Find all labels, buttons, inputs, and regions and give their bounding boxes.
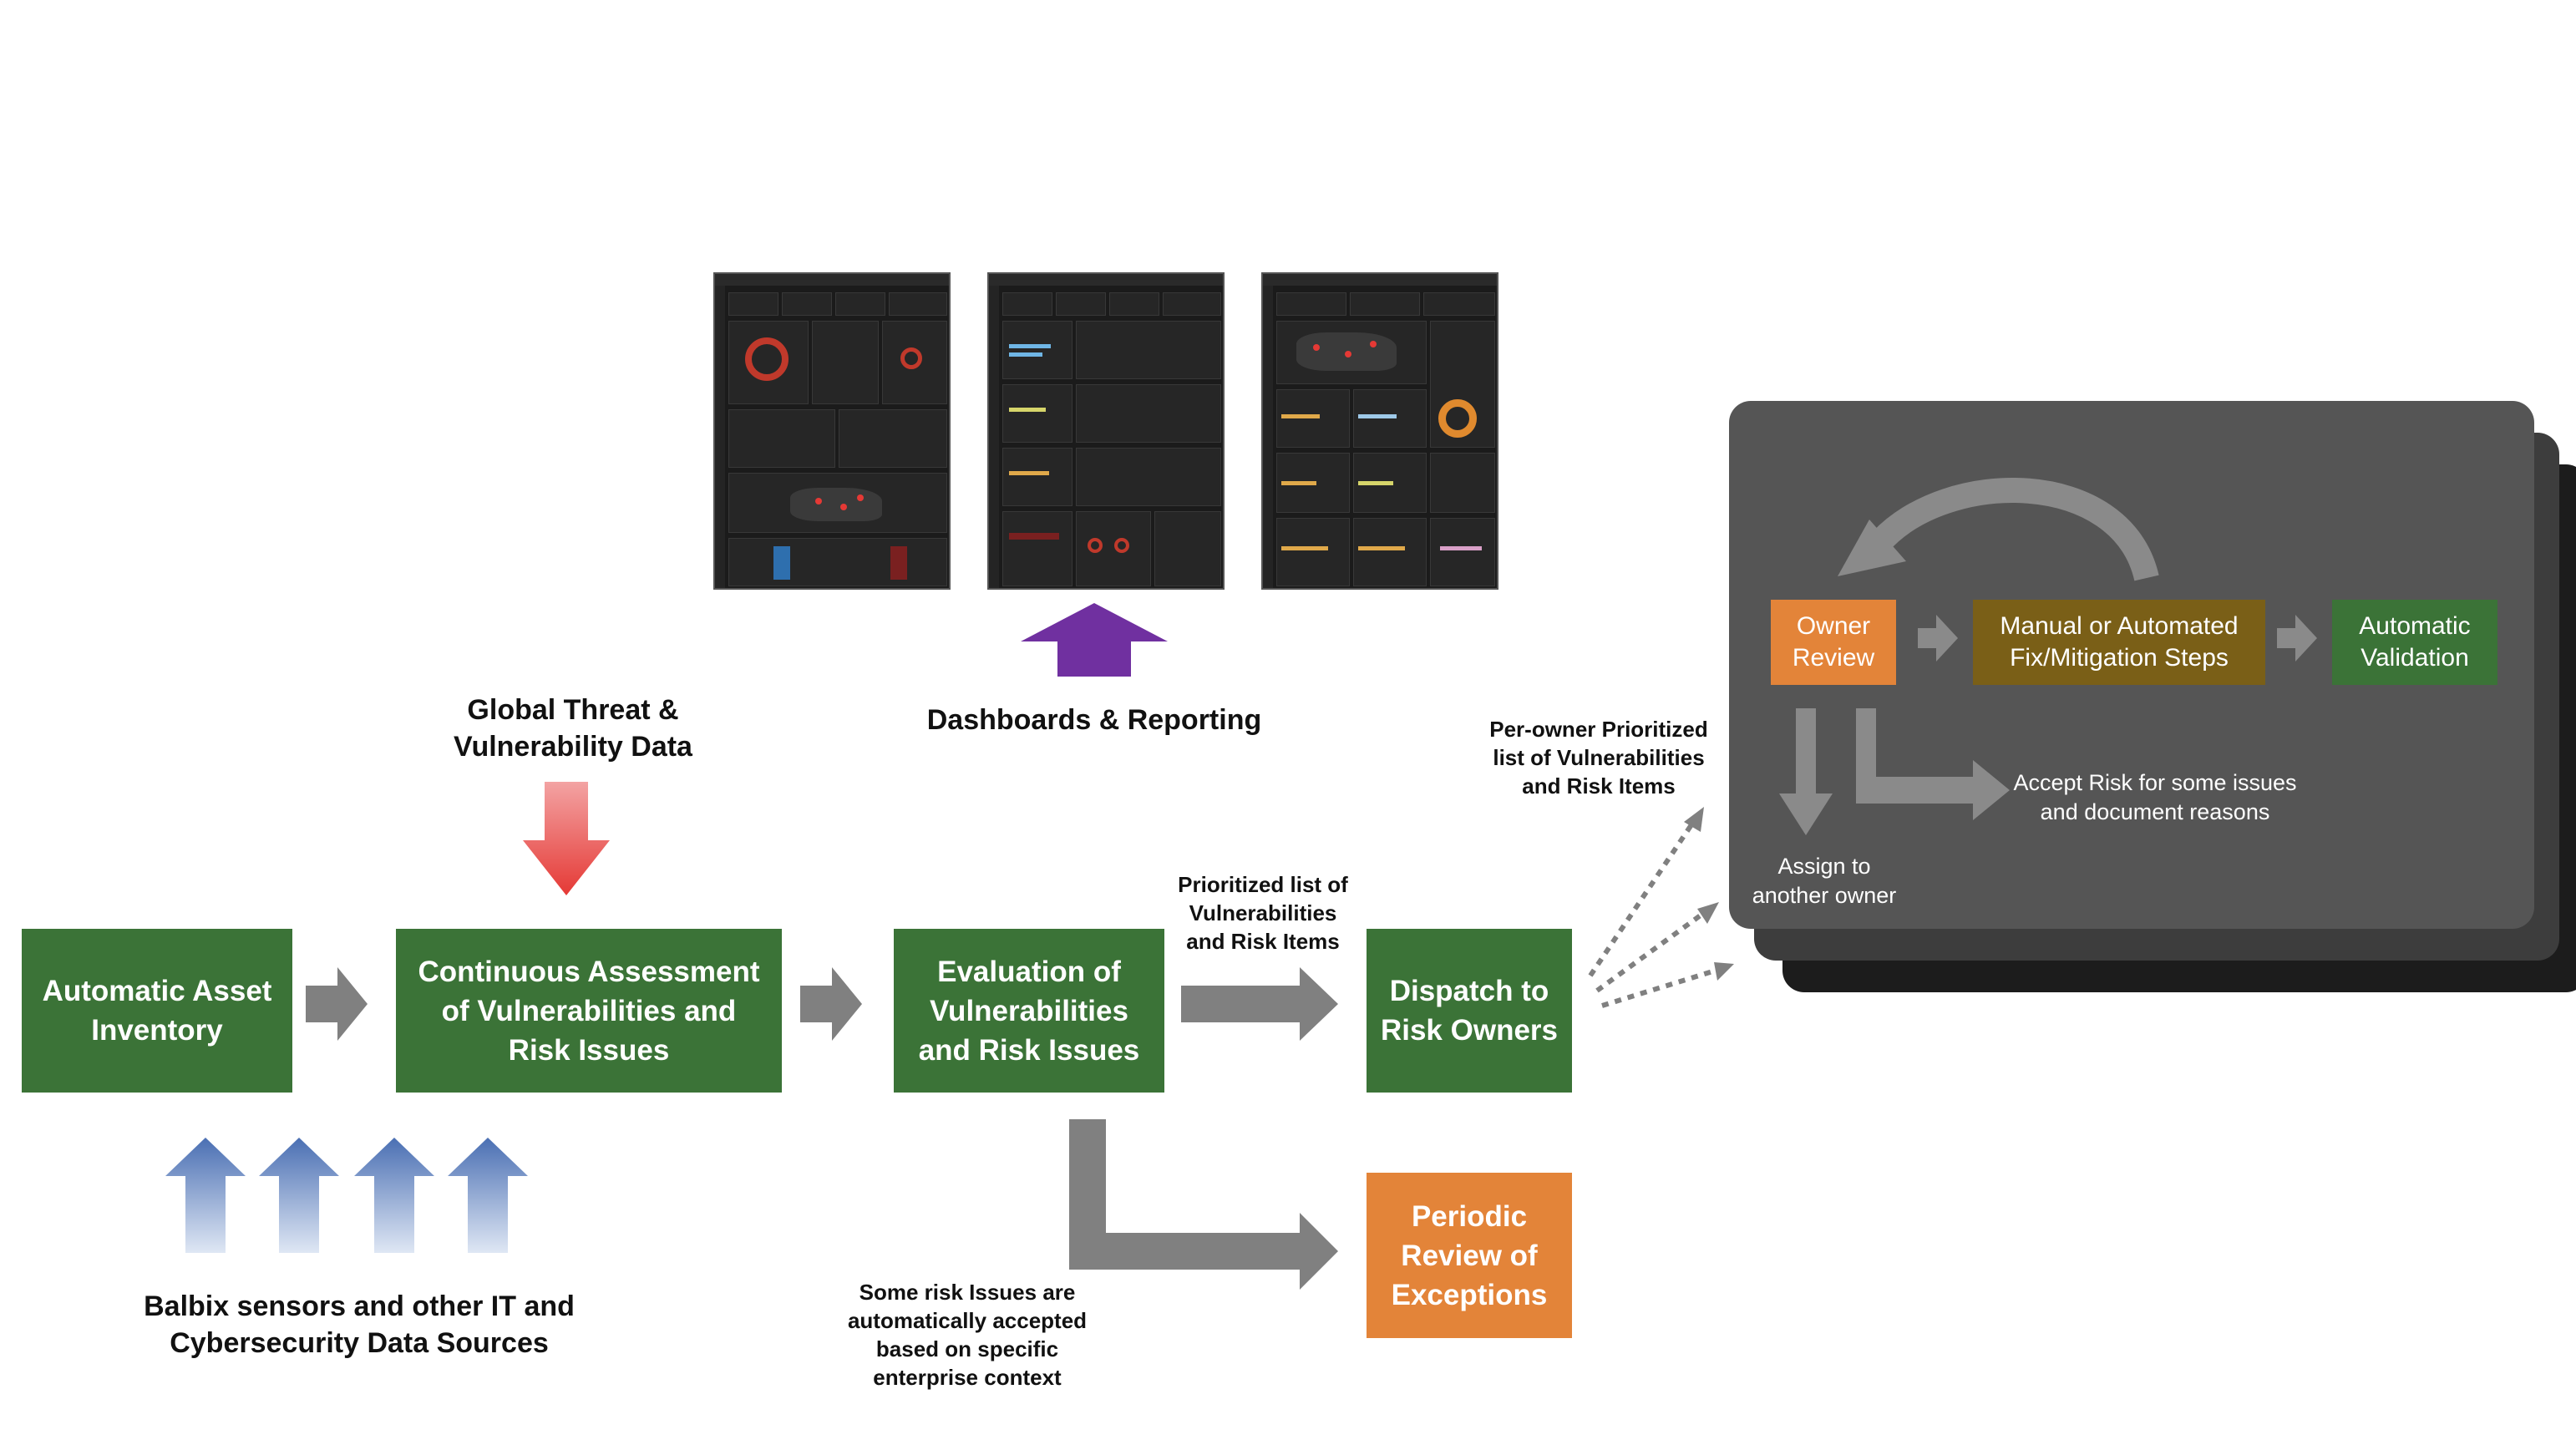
dispatch-label: Dispatch to Risk Owners (1380, 975, 1559, 1047)
fix-steps-box: Manual or Automated Fix/Mitigation Steps (1973, 600, 2265, 685)
global-threat-label: Global Threat & Vulnerability Data (454, 694, 692, 763)
dashboards-label: Dashboards & Reporting (926, 704, 1262, 736)
per-owner-list-label: Per-owner Prioritized list of Vulnerabil… (1489, 717, 1708, 799)
arrow-inventory-to-assessment (306, 967, 368, 1041)
evaluation-label: Evaluation of Vulnerabilities and Risk I… (918, 955, 1140, 1067)
assign-owner-label: Assign to another owner (1752, 854, 1897, 908)
dashboard-screenshot-2 (987, 272, 1225, 590)
arrow-evaluation-to-dispatch (1181, 967, 1338, 1041)
validation-label: Automatic Validation (2359, 612, 2471, 672)
blue-up-arrow-3 (354, 1138, 434, 1253)
blue-up-arrow-2 (259, 1138, 339, 1253)
purple-up-arrow (1021, 603, 1168, 677)
arrow-evaluation-to-periodic (1069, 1119, 1338, 1290)
accept-risk-label: Accept Risk for some issues and document… (2013, 770, 2297, 824)
owner-review-label: Owner Review (1792, 612, 1875, 672)
periodic-review-box: Periodic Review of Exceptions (1367, 1173, 1572, 1338)
data-sources-label: Balbix sensors and other IT and Cybersec… (144, 1290, 575, 1359)
dispatch-box: Dispatch to Risk Owners (1367, 929, 1572, 1093)
asset-inventory-box: Automatic Asset Inventory (22, 929, 292, 1093)
asset-inventory-label: Automatic Asset Inventory (42, 975, 272, 1047)
validation-box: Automatic Validation (2332, 600, 2497, 685)
periodic-review-label: Periodic Review of Exceptions (1391, 1199, 1548, 1311)
fix-steps-label: Manual or Automated Fix/Mitigation Steps (2000, 612, 2239, 672)
dashboard-screenshot-1 (713, 272, 951, 590)
auto-accepted-label: Some risk Issues are automatically accep… (847, 1280, 1088, 1390)
continuous-assessment-box: Continuous Assessment of Vulnerabilities… (396, 929, 782, 1093)
owner-review-box: Owner Review (1771, 600, 1896, 685)
prioritized-list-label: Prioritized list of Vulnerabilities and … (1178, 872, 1348, 954)
evaluation-box: Evaluation of Vulnerabilities and Risk I… (894, 929, 1164, 1093)
dashboard-screenshot-3 (1261, 272, 1498, 590)
continuous-assessment-label: Continuous Assessment of Vulnerabilities… (418, 955, 760, 1067)
blue-up-arrow-4 (448, 1138, 528, 1253)
blue-up-arrow-1 (165, 1138, 246, 1253)
red-down-arrow (523, 782, 610, 895)
arrow-assessment-to-evaluation (800, 967, 862, 1041)
